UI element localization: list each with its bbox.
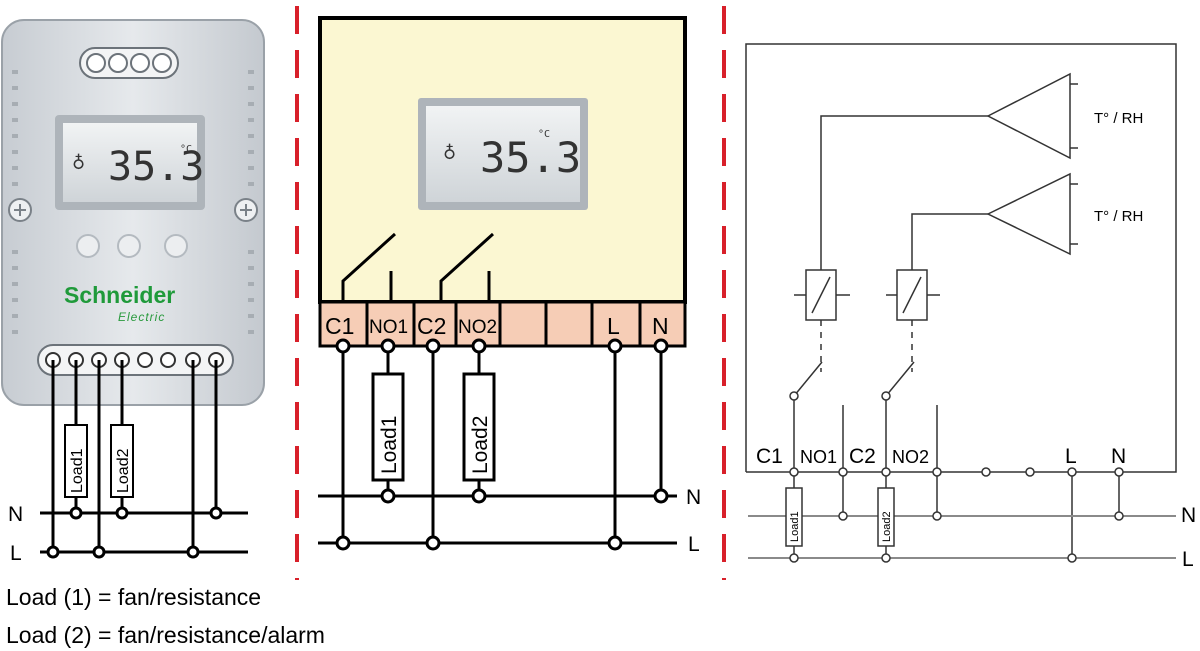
panel2-l-label: L (688, 533, 700, 556)
device-brand-sub: Electric (118, 310, 165, 324)
sensor-label-2: T° / RH (1094, 208, 1143, 225)
panel1-l-label: L (10, 542, 22, 565)
legend-load2: Load (2) = fan/resistance/alarm (6, 622, 325, 648)
terminal-c2: C2 (417, 313, 446, 339)
panel1-load1: Load1 (64, 424, 88, 498)
svg-text:Load1: Load1 (789, 511, 801, 542)
device-lcd-value: 35.3 (108, 144, 204, 190)
terminal-strip: C1 NO1 C2 NO2 L N (318, 300, 687, 348)
panel3-terminal-labels: C1 NO1 C2 NO2 L N (756, 445, 1126, 468)
panel1-junctions (46, 506, 223, 559)
panel1-load2: Load2 (110, 424, 134, 498)
svg-text:Load1: Load1 (378, 416, 401, 474)
device-brand: Schneider (64, 282, 175, 308)
panel2-load1: Load1 (371, 372, 405, 482)
panel2-junctions (335, 338, 669, 551)
svg-text:N: N (1111, 445, 1126, 468)
panel3-n-label: N (1181, 504, 1196, 527)
svg-text:C1: C1 (756, 445, 783, 468)
terminal-n: N (652, 313, 669, 339)
panel3-l-label: L (1182, 548, 1194, 571)
terminal-no2: NO2 (458, 317, 497, 338)
svg-text:L: L (1065, 445, 1077, 468)
svg-text:Load2: Load2 (115, 448, 132, 493)
panel3-load1: Load1 (785, 487, 803, 547)
device-lcd-unit: °C (180, 144, 192, 155)
panel1-wiring (40, 360, 248, 554)
svg-text:Load1: Load1 (69, 448, 86, 493)
svg-text:C2: C2 (849, 445, 876, 468)
svg-text:Load2: Load2 (881, 511, 893, 542)
device-photo: 35.3 °C ♁ Schneider Electric (1, 19, 265, 406)
terminal-c1: C1 (325, 313, 354, 339)
panel1-n-label: N (8, 503, 23, 526)
panel3-load2: Load2 (877, 487, 895, 547)
legend-load1: Load (1) = fan/resistance (6, 584, 262, 610)
housing: 35.3 °C ♁ (318, 16, 687, 304)
panel3-bus-lines (748, 515, 1176, 559)
panel2-load2: Load2 (462, 372, 496, 482)
svg-text:Load2: Load2 (469, 416, 492, 474)
sensor-label-1: T° / RH (1094, 110, 1143, 127)
terminal-l: L (607, 313, 620, 339)
housing-lcd-value: 35.3 (480, 133, 581, 182)
svg-text:NO1: NO1 (800, 447, 837, 467)
svg-text:NO2: NO2 (892, 447, 929, 467)
panel3-junctions (789, 391, 1124, 563)
terminal-no1: NO1 (369, 317, 408, 338)
housing-lcd-unit: °C (538, 129, 550, 140)
panel2-n-label: N (686, 486, 701, 509)
fan-icon: ♁ (72, 149, 85, 174)
housing-fan-icon: ♁ (443, 139, 456, 164)
relay-contacts (341, 232, 495, 302)
